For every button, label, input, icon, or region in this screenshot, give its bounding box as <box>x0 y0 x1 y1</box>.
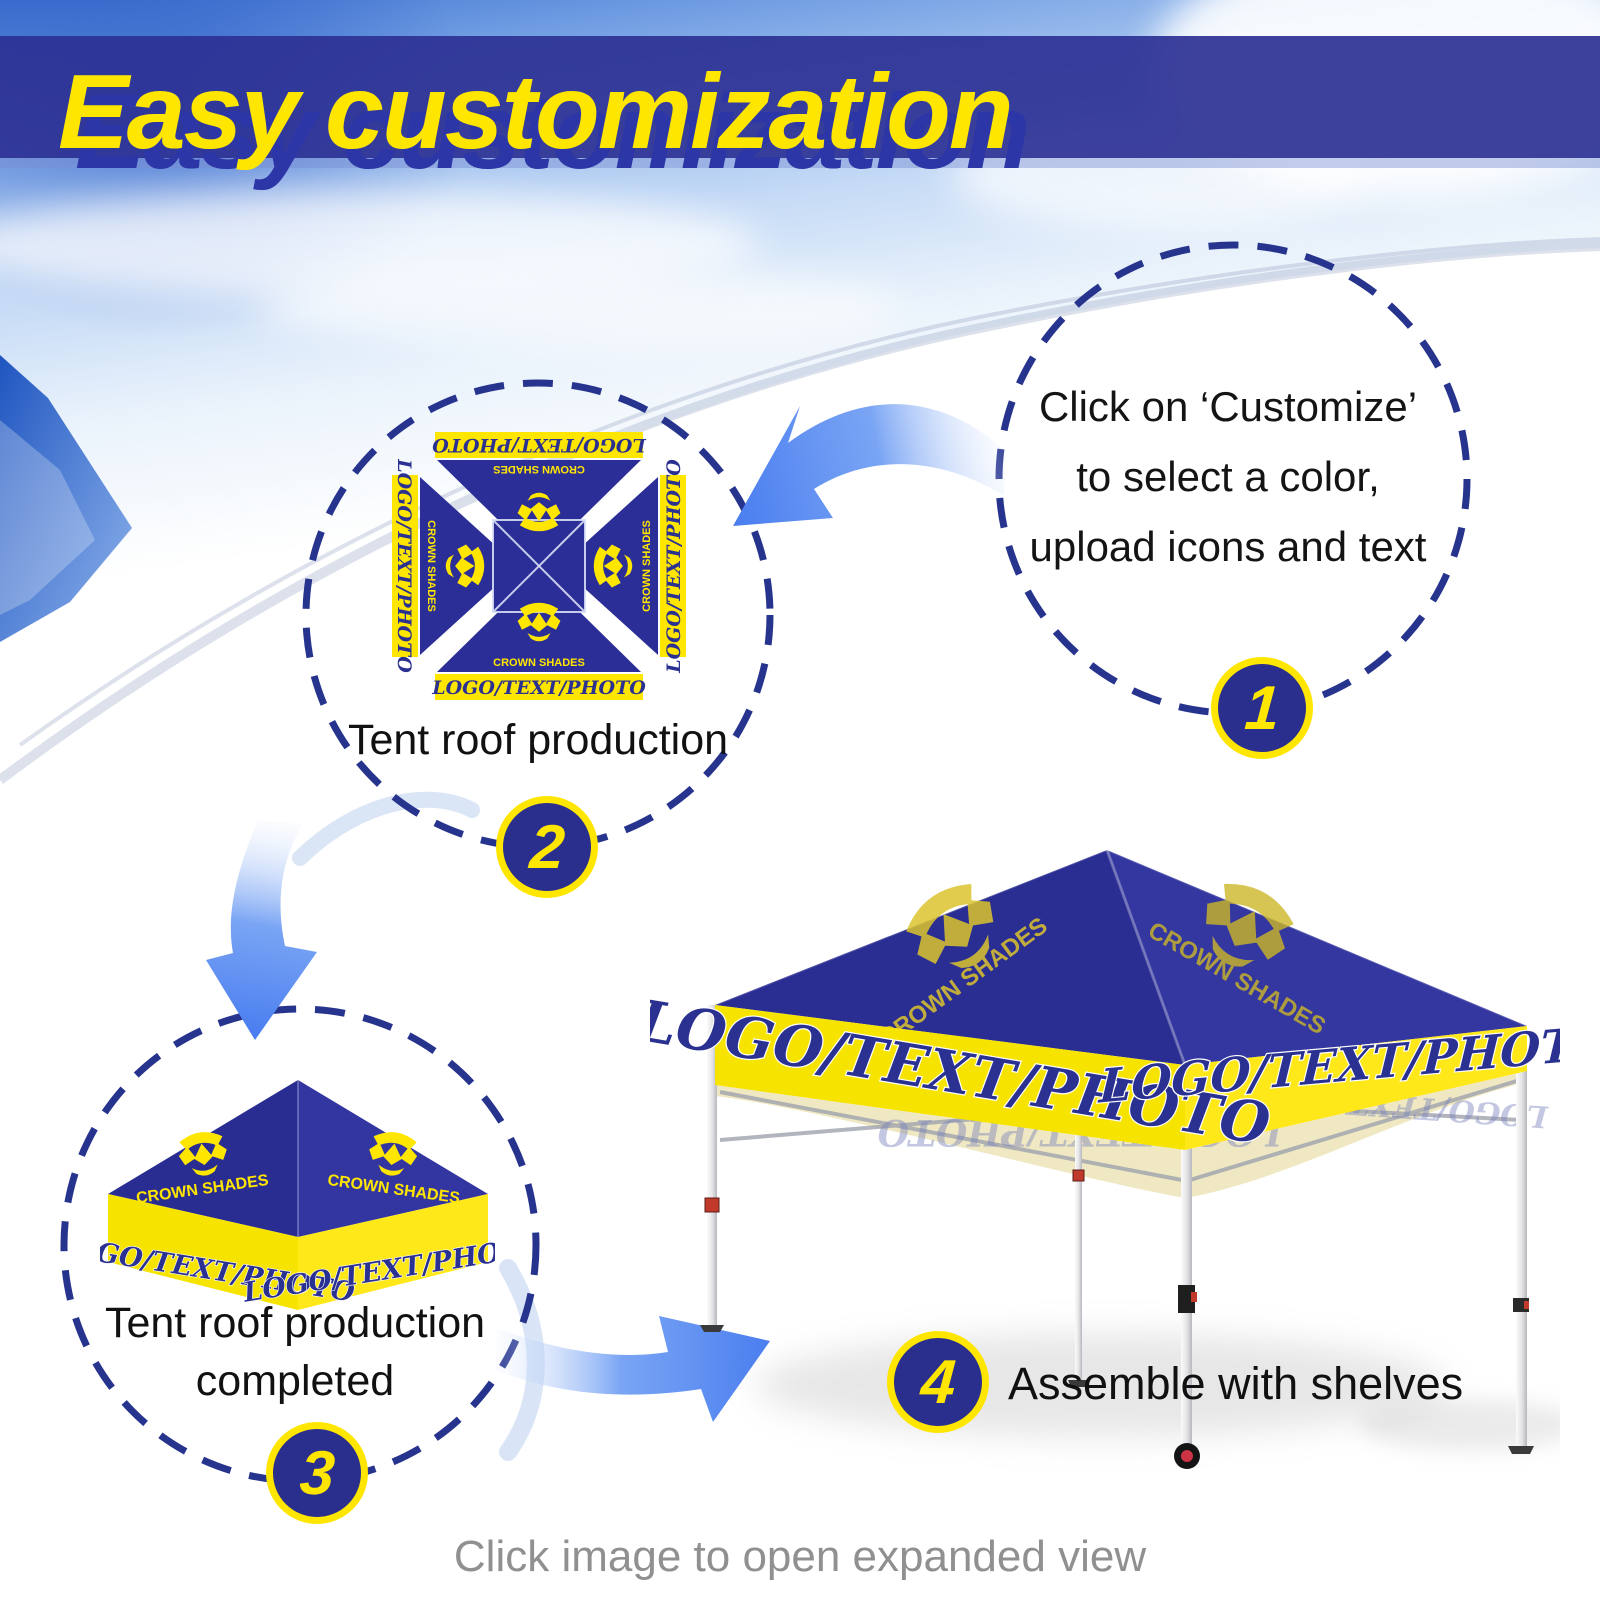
step-4-badge: 4 <box>887 1331 989 1433</box>
title-band <box>0 36 1600 158</box>
step-1-line-2: to select a color, <box>1076 453 1380 500</box>
step-3-caption-line-2: completed <box>195 1357 395 1405</box>
brand-text: CROWN SHADES <box>641 520 653 612</box>
step-1-number: 1 <box>1242 673 1282 743</box>
leg-clamp <box>1072 1169 1085 1182</box>
leg-left <box>707 1005 717 1325</box>
panel-text: LOGO/TEXT/PHOTO <box>663 459 685 674</box>
flat-strip-left <box>392 475 418 657</box>
white-curve <box>0 237 1600 785</box>
tent-shadow <box>1360 1399 1560 1451</box>
flat-strip-bottom <box>435 674 643 700</box>
valance-left <box>715 1005 1185 1150</box>
leg-clamp <box>704 1197 720 1213</box>
step-3-caption-line-1: Tent roof production <box>104 1299 486 1347</box>
panel-text: LOGO/TEXT/PHOTO <box>432 434 647 456</box>
arrow-step1-to-step2 <box>733 404 1006 526</box>
cloud <box>260 268 900 348</box>
leg-right <box>1516 1026 1527 1446</box>
brand-text: CROWN SHADES <box>425 520 437 612</box>
step-3-caption: Tent roof production completed <box>83 1294 507 1410</box>
panel-text: LOGO/TEXT/PHOTO <box>431 677 646 699</box>
leg-back <box>1075 1035 1082 1380</box>
step-4-label: Assemble with shelves <box>1008 1358 1464 1409</box>
leg-adjuster <box>1178 1285 1195 1313</box>
tent-roof-flat-layout: CROWN SHADES CROWN SHADES CROWN SHADES C… <box>392 432 686 700</box>
step-1-line-3: upload icons and text <box>1029 523 1427 570</box>
tent-roof-completed: CROWN SHADES CROWN SHADES LOGO/TEXT/PHOT… <box>100 1080 495 1310</box>
step-2-number: 2 <box>527 812 567 882</box>
title-underband <box>0 158 1600 168</box>
roof-face-left <box>715 850 1185 1065</box>
step-1-line-1: Click on ‘Customize’ <box>1038 383 1418 430</box>
footer-caption: Click image to open expanded view <box>453 1532 1147 1581</box>
step-3-number: 3 <box>297 1438 337 1508</box>
step-3-badge: 3 <box>266 1422 368 1524</box>
leg-front <box>1181 1065 1192 1450</box>
flat-strip-top <box>435 432 643 458</box>
step-2-badge: 2 <box>496 796 598 898</box>
brand-text: CROWN SHADES <box>493 463 585 475</box>
canopy-underside <box>715 1071 1527 1198</box>
tent-legs <box>700 1005 1534 1469</box>
page-title: Easy customization <box>58 53 1014 171</box>
step-1-description: Click on ‘Customize’ to select a color, … <box>948 372 1508 582</box>
brand-text: CROWN SHADES <box>493 657 585 669</box>
step-2-caption: Tent roof production <box>347 716 729 764</box>
step-1-badge: 1 <box>1211 657 1313 759</box>
valance-right <box>1185 1026 1527 1150</box>
flat-strip-right <box>660 475 686 657</box>
panel-text: LOGO/TEXT/PHOTO <box>393 458 415 673</box>
valance-left <box>108 1194 298 1310</box>
step-4-number: 4 <box>918 1347 958 1417</box>
arrow-step3-to-step4 <box>495 1316 770 1422</box>
soft-swoosh <box>292 791 480 866</box>
valance-right <box>298 1194 488 1310</box>
arrow-step2-to-step3 <box>206 820 317 1040</box>
left-blue-fragment <box>0 355 132 642</box>
